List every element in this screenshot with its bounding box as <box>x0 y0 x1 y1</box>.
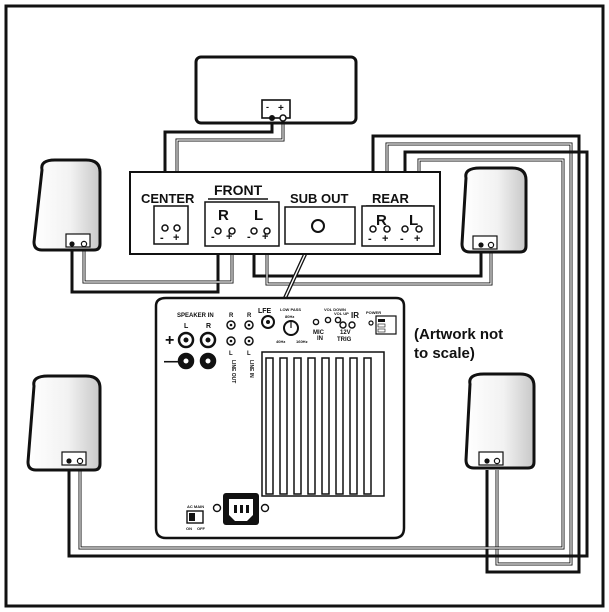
sub-heat-sink-fins <box>265 357 372 495</box>
receiver-rear-l-minus: - <box>400 233 404 245</box>
receiver-front-terminal-box <box>204 201 280 247</box>
sub-ir-label: IR <box>351 311 359 320</box>
front-left-speaker <box>32 158 102 252</box>
center-speaker-minus: - <box>266 102 269 112</box>
sub-line-out-r: R <box>229 313 234 319</box>
sub-ac-main-label: AC MAIN <box>187 504 204 509</box>
receiver-rear-r-minus: - <box>368 233 372 245</box>
center-speaker-terminal-plus <box>279 114 287 122</box>
receiver-front-r-minus: - <box>211 231 215 243</box>
sub-line-out-l: L <box>229 351 233 357</box>
receiver-front-l-plus: + <box>262 231 268 243</box>
receiver-center-label: CENTER <box>141 191 195 206</box>
sub-line-out-label: LINE OUT <box>230 360 236 383</box>
sub-12v-label: 12V <box>340 330 351 336</box>
sub-low-pass-160hz: 160Hz <box>296 339 308 344</box>
sub-line-in-l: L <box>247 351 251 357</box>
sub-mic-in-label: IN <box>317 336 323 342</box>
sub-mic-label: MIC <box>313 330 325 336</box>
sub-speaker-in-posts <box>177 331 217 370</box>
sub-line-in-r: R <box>247 313 252 319</box>
receiver-terminals <box>161 224 423 235</box>
rear-right-speaker <box>464 372 536 470</box>
rear-left-speaker <box>26 374 102 472</box>
sub-ac-inlet <box>212 493 270 525</box>
sub-speaker-in-label: SPEAKER IN <box>177 313 214 319</box>
sub-lfe-label: LFE <box>258 308 272 315</box>
sub-vol-up-label: VOL UP <box>334 311 349 316</box>
receiver-center-terminal-box <box>153 205 189 245</box>
center-speaker-terminal-minus <box>269 115 275 121</box>
sub-low-pass-40hz: 40Hz <box>276 339 285 344</box>
sub-power-label: POWER <box>366 310 381 315</box>
sub-speaker-in-minus: — <box>164 353 180 370</box>
sub-line-jacks <box>226 320 254 346</box>
sub-trig-label: TRIG <box>337 337 352 343</box>
outer-frame <box>4 4 605 608</box>
front-right-speaker <box>460 166 528 254</box>
receiver-center-plus: + <box>173 232 179 244</box>
receiver-front-r-label: R <box>218 207 229 224</box>
sub-ac-on-label: ON <box>186 526 192 531</box>
center-speaker-plus: + <box>278 103 284 114</box>
sub-low-pass-80hz: 80Hz <box>285 314 294 319</box>
receiver-panel: CENTER - + FRONT R L - + - + SUB OUT REA… <box>129 171 441 255</box>
sub-speaker-in-l: L <box>184 323 189 330</box>
receiver-front-label: FRONT <box>214 182 263 198</box>
receiver-front-r-plus: + <box>226 231 232 243</box>
receiver-center-minus: - <box>160 232 164 244</box>
receiver-rear-r-label: R <box>376 212 387 229</box>
note-line-1: (Artwork not <box>414 326 503 343</box>
note-line-2: to scale) <box>414 345 475 362</box>
sub-speaker-in-plus: + <box>165 332 174 349</box>
receiver-sub-out-label: SUB OUT <box>290 191 349 206</box>
sub-vol-down-label: VOL DOWN <box>324 307 346 312</box>
receiver-front-l-minus: - <box>247 231 251 243</box>
sub-low-pass-label: LOW PASS <box>280 307 301 312</box>
receiver-rear-r-plus: + <box>382 233 388 245</box>
center-speaker: - + <box>194 55 358 125</box>
sub-ac-off-label: OFF <box>197 526 206 531</box>
receiver-sub-out-jack <box>311 219 325 233</box>
receiver-rear-l-label: L <box>409 212 418 229</box>
subwoofer-panel: SPEAKER IN L R + — R R L L LINE OUT LINE… <box>154 296 406 540</box>
receiver-rear-label: REAR <box>372 191 409 206</box>
receiver-rear-l-plus: + <box>414 233 420 245</box>
sub-speaker-in-r: R <box>206 323 211 330</box>
sub-line-in-label: LINE IN <box>248 360 254 378</box>
receiver-front-l-label: L <box>254 207 263 224</box>
